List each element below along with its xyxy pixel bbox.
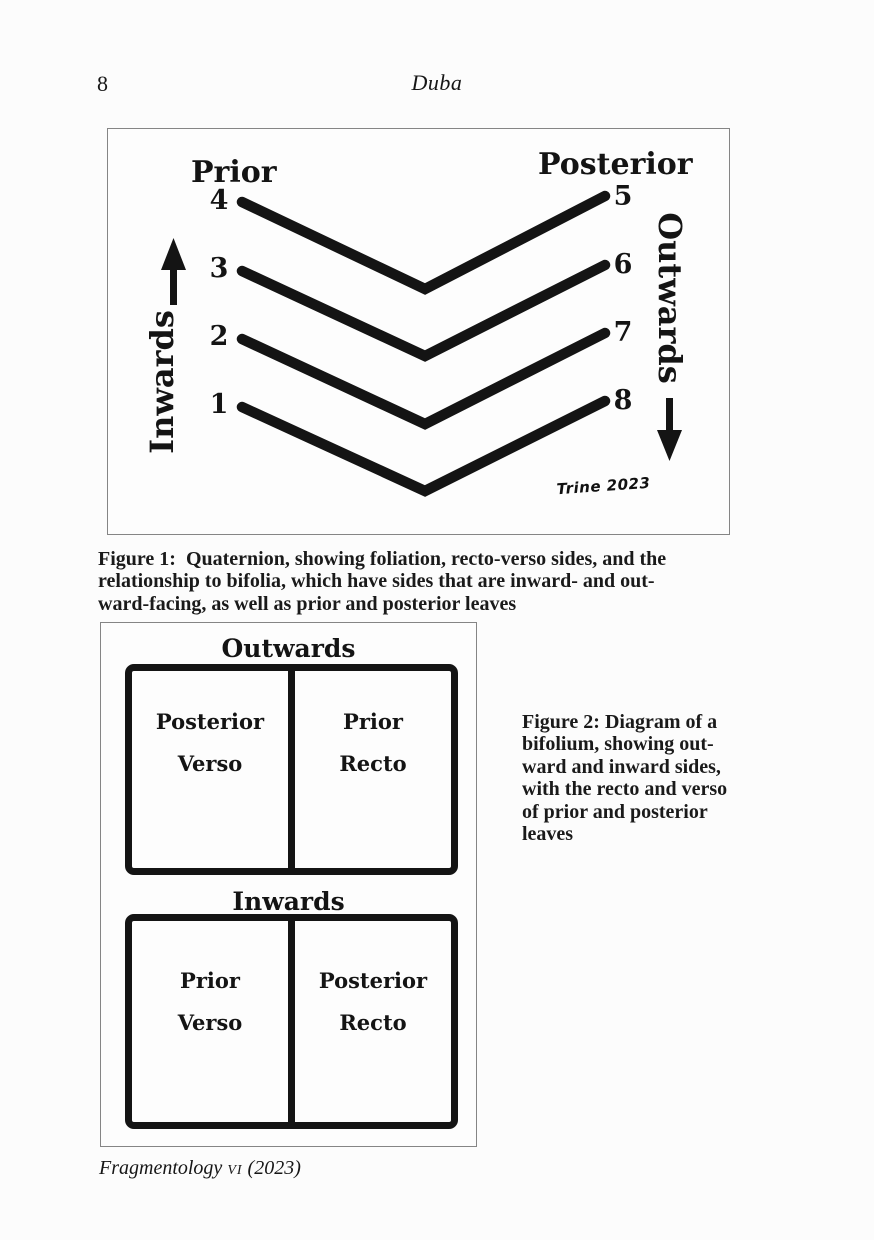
leaf-number-1: 1 (209, 389, 229, 420)
journal-volume: vi (227, 1157, 243, 1179)
cell-line: Posterior (155, 709, 265, 734)
leaf-number-7: 7 (613, 317, 633, 348)
posterior-recto-cell: Posterior Recto (295, 921, 451, 1122)
outwards-bifolium: Posterior Verso Prior Recto (125, 664, 458, 875)
cell-line: Prior (343, 709, 403, 734)
cell-line: Prior (180, 968, 240, 993)
fold-divider (288, 921, 295, 1122)
down-arrow-icon (657, 398, 682, 461)
caption-line: ward and inward sides, (522, 755, 721, 778)
posterior-verso-cell: Posterior Verso (132, 671, 288, 868)
caption-line: of prior and posterior (522, 800, 708, 823)
cell-line: Recto (339, 1010, 407, 1035)
outwards-label: Outwards (651, 212, 689, 384)
caption-line: relationship to bifolia, which have side… (98, 570, 655, 593)
running-head: Duba (411, 70, 463, 95)
caption-line: ward-facing, as well as prior and poster… (98, 592, 517, 615)
inwards-side-label: Inwards (232, 887, 345, 916)
bifolium-line-2-7 (236, 327, 611, 430)
prior-verso-cell: Prior Verso (132, 921, 288, 1122)
caption-line: with the recto and verso (522, 778, 728, 801)
bifolium-line-4-5 (236, 190, 611, 295)
bifolium-line-1-8 (236, 395, 611, 497)
leaf-number-5: 5 (613, 181, 633, 212)
leaf-number-4: 4 (209, 185, 229, 216)
figure2-panel: Outwards Posterior Verso Prior Recto Inw… (100, 622, 477, 1147)
journal-title: Fragmentology (99, 1157, 223, 1179)
quaternion-diagram (161, 190, 682, 497)
inwards-label: Inwards (143, 310, 181, 454)
leaf-number-2: 2 (209, 321, 229, 352)
cell-line: Recto (339, 751, 407, 776)
leaf-number-3: 3 (209, 253, 229, 284)
bifolium-line-3-6 (236, 259, 611, 362)
cell-line: Verso (177, 751, 243, 776)
caption-line: Figure 2: Diagram of a (522, 711, 718, 733)
leaf-number-8: 8 (613, 385, 633, 416)
up-arrow-icon (161, 238, 186, 305)
prior-recto-cell: Prior Recto (295, 671, 451, 868)
caption-line: Figure 1: Quaternion, showing foliation,… (98, 548, 667, 570)
prior-label: Prior (191, 155, 277, 190)
leaf-number-6: 6 (613, 249, 633, 280)
cell-line: Verso (177, 1010, 243, 1035)
posterior-label: Posterior (538, 147, 693, 182)
caption-line: bifolium, showing out- (522, 733, 714, 756)
outwards-side-label: Outwards (221, 634, 356, 663)
inwards-bifolium: Prior Verso Posterior Recto (125, 914, 458, 1129)
figure1-panel: Prior Posterior 4 3 2 1 5 6 7 8 Inwards … (107, 128, 730, 535)
page-number: 8 (97, 71, 108, 96)
journal-footer: Fragmentology vi (2023) (99, 1157, 301, 1180)
journal-year: (2023) (247, 1157, 301, 1179)
figure2-caption: Figure 2: Diagram of a bifolium, showing… (522, 711, 782, 845)
fold-divider (288, 671, 295, 868)
caption-line: leaves (522, 823, 574, 846)
cell-line: Posterior (318, 968, 428, 993)
figure1-caption: Figure 1: Quaternion, showing foliation,… (98, 548, 778, 615)
